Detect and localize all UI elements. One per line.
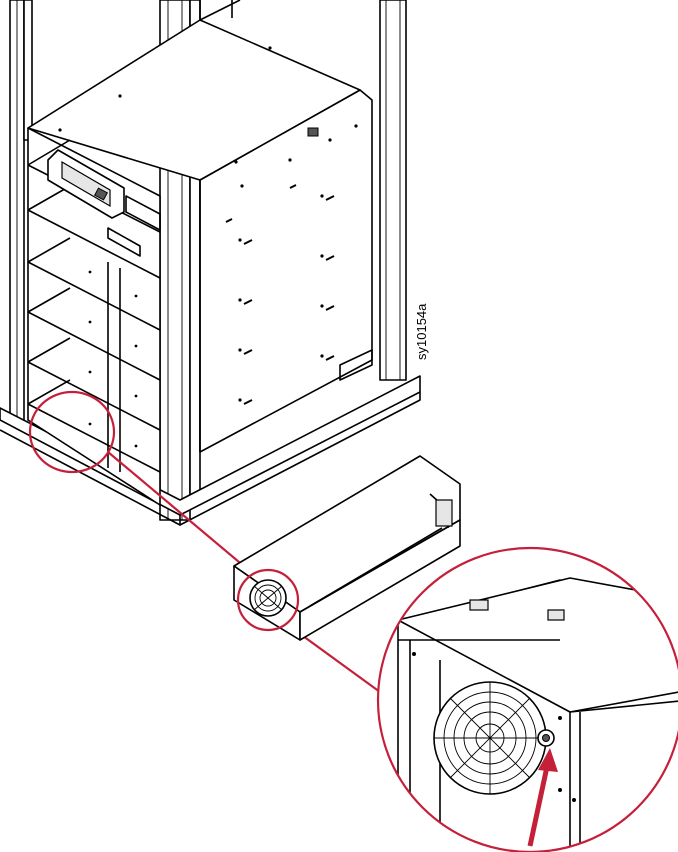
figure-id-label: sy10154a — [414, 303, 429, 360]
captive-screw — [537, 729, 555, 747]
front-bays — [27, 127, 161, 506]
module-callout-circle — [236, 568, 300, 632]
rack-base — [0, 375, 421, 526]
bay-callout-circle — [28, 390, 116, 474]
fan-icon — [433, 681, 547, 795]
callout-line-upper — [107, 451, 259, 579]
callout-line-lower — [291, 627, 381, 693]
red-arrow-icon — [527, 748, 558, 847]
cabinet-side-panel — [27, 19, 373, 453]
display-module — [47, 149, 161, 257]
fan-icon — [249, 579, 287, 617]
power-module — [233, 455, 461, 641]
zoom-detail — [376, 546, 678, 852]
